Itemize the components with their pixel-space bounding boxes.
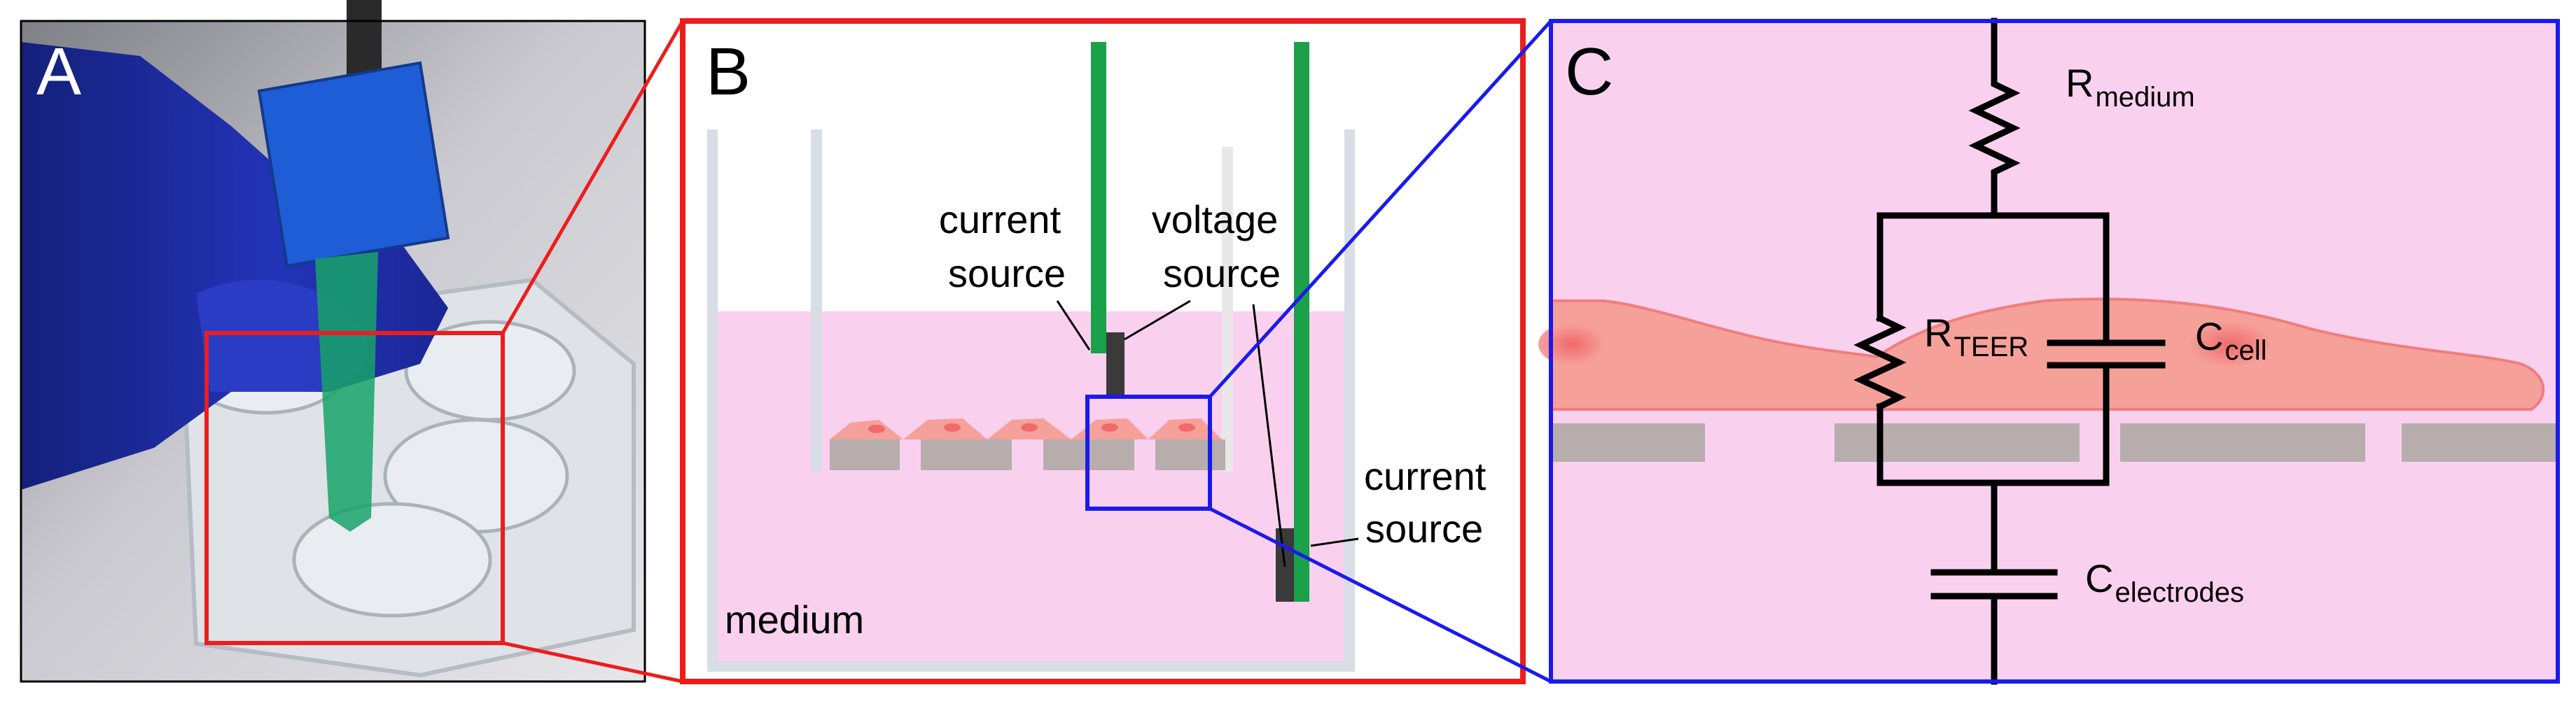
resistor-teer	[1853, 313, 1907, 411]
panel-b-letter: B	[706, 34, 751, 109]
leader-line	[1252, 304, 1286, 567]
leader-line	[1310, 537, 1359, 547]
zoom-region-blue	[1085, 395, 1212, 511]
zoom-region-red	[204, 331, 505, 645]
panel-c-letter: C	[1565, 34, 1613, 109]
leader-line	[1056, 300, 1091, 351]
label-r-medium: Rmedium	[2066, 61, 2195, 113]
label-voltage-source-2: source	[1163, 251, 1281, 295]
label-r-teer: RTEER	[1924, 311, 2028, 362]
zoom-connector-bottom-blue	[1209, 507, 1552, 684]
insert-wall-right	[1222, 147, 1233, 472]
label-current-source-inner-1: current	[939, 197, 1061, 241]
panel-a-photo: A	[20, 0, 646, 683]
label-c-electrodes: Celectrodes	[2085, 556, 2244, 608]
zoom-connector-top	[501, 20, 685, 334]
membrane-segment	[2120, 423, 2365, 462]
membrane-pore	[921, 439, 1012, 470]
label-current-source-outer-1: current	[1364, 454, 1487, 498]
label-current-source-inner-2: source	[948, 251, 1066, 295]
wire-top-branch	[1877, 212, 2110, 282]
probe-electrodes	[315, 252, 378, 532]
cell	[830, 420, 903, 439]
outer-electrode	[1294, 42, 1309, 602]
membrane-segment	[2402, 423, 2558, 462]
panel-a-frame	[20, 20, 646, 683]
leader-line	[1124, 299, 1191, 341]
inner-voltage-pad	[1106, 332, 1125, 399]
cell-nucleus	[1538, 323, 1606, 365]
membrane-pore	[1155, 439, 1225, 470]
label-c-cell: Ccell	[2195, 314, 2267, 366]
panel-b: current source voltage source current so…	[680, 18, 1526, 684]
cell-nucleus	[2188, 321, 2272, 367]
panel-c: Rmedium RTEER Ccell Celectrodes C	[1538, 17, 2560, 685]
inner-electrode	[1091, 42, 1106, 353]
panel-c-frame	[1549, 19, 2560, 684]
membrane-pore	[830, 439, 900, 470]
panel-b-frame	[680, 18, 1526, 684]
panel-a-letter: A	[36, 34, 81, 109]
insert-wall-left	[811, 129, 822, 472]
membrane-segment	[1834, 423, 2080, 462]
resistor-medium	[1968, 63, 2021, 219]
zoom-connector-bottom	[502, 641, 683, 684]
label-medium: medium	[725, 598, 864, 642]
well	[292, 502, 492, 618]
label-current-source-outer-2: source	[1365, 507, 1483, 551]
probe-head	[257, 61, 450, 268]
label-voltage-source-1: voltage	[1152, 197, 1279, 241]
cell-layer	[1550, 297, 2545, 411]
zoom-connector-top-blue	[1209, 20, 1552, 398]
membrane-segment	[1551, 423, 1705, 462]
